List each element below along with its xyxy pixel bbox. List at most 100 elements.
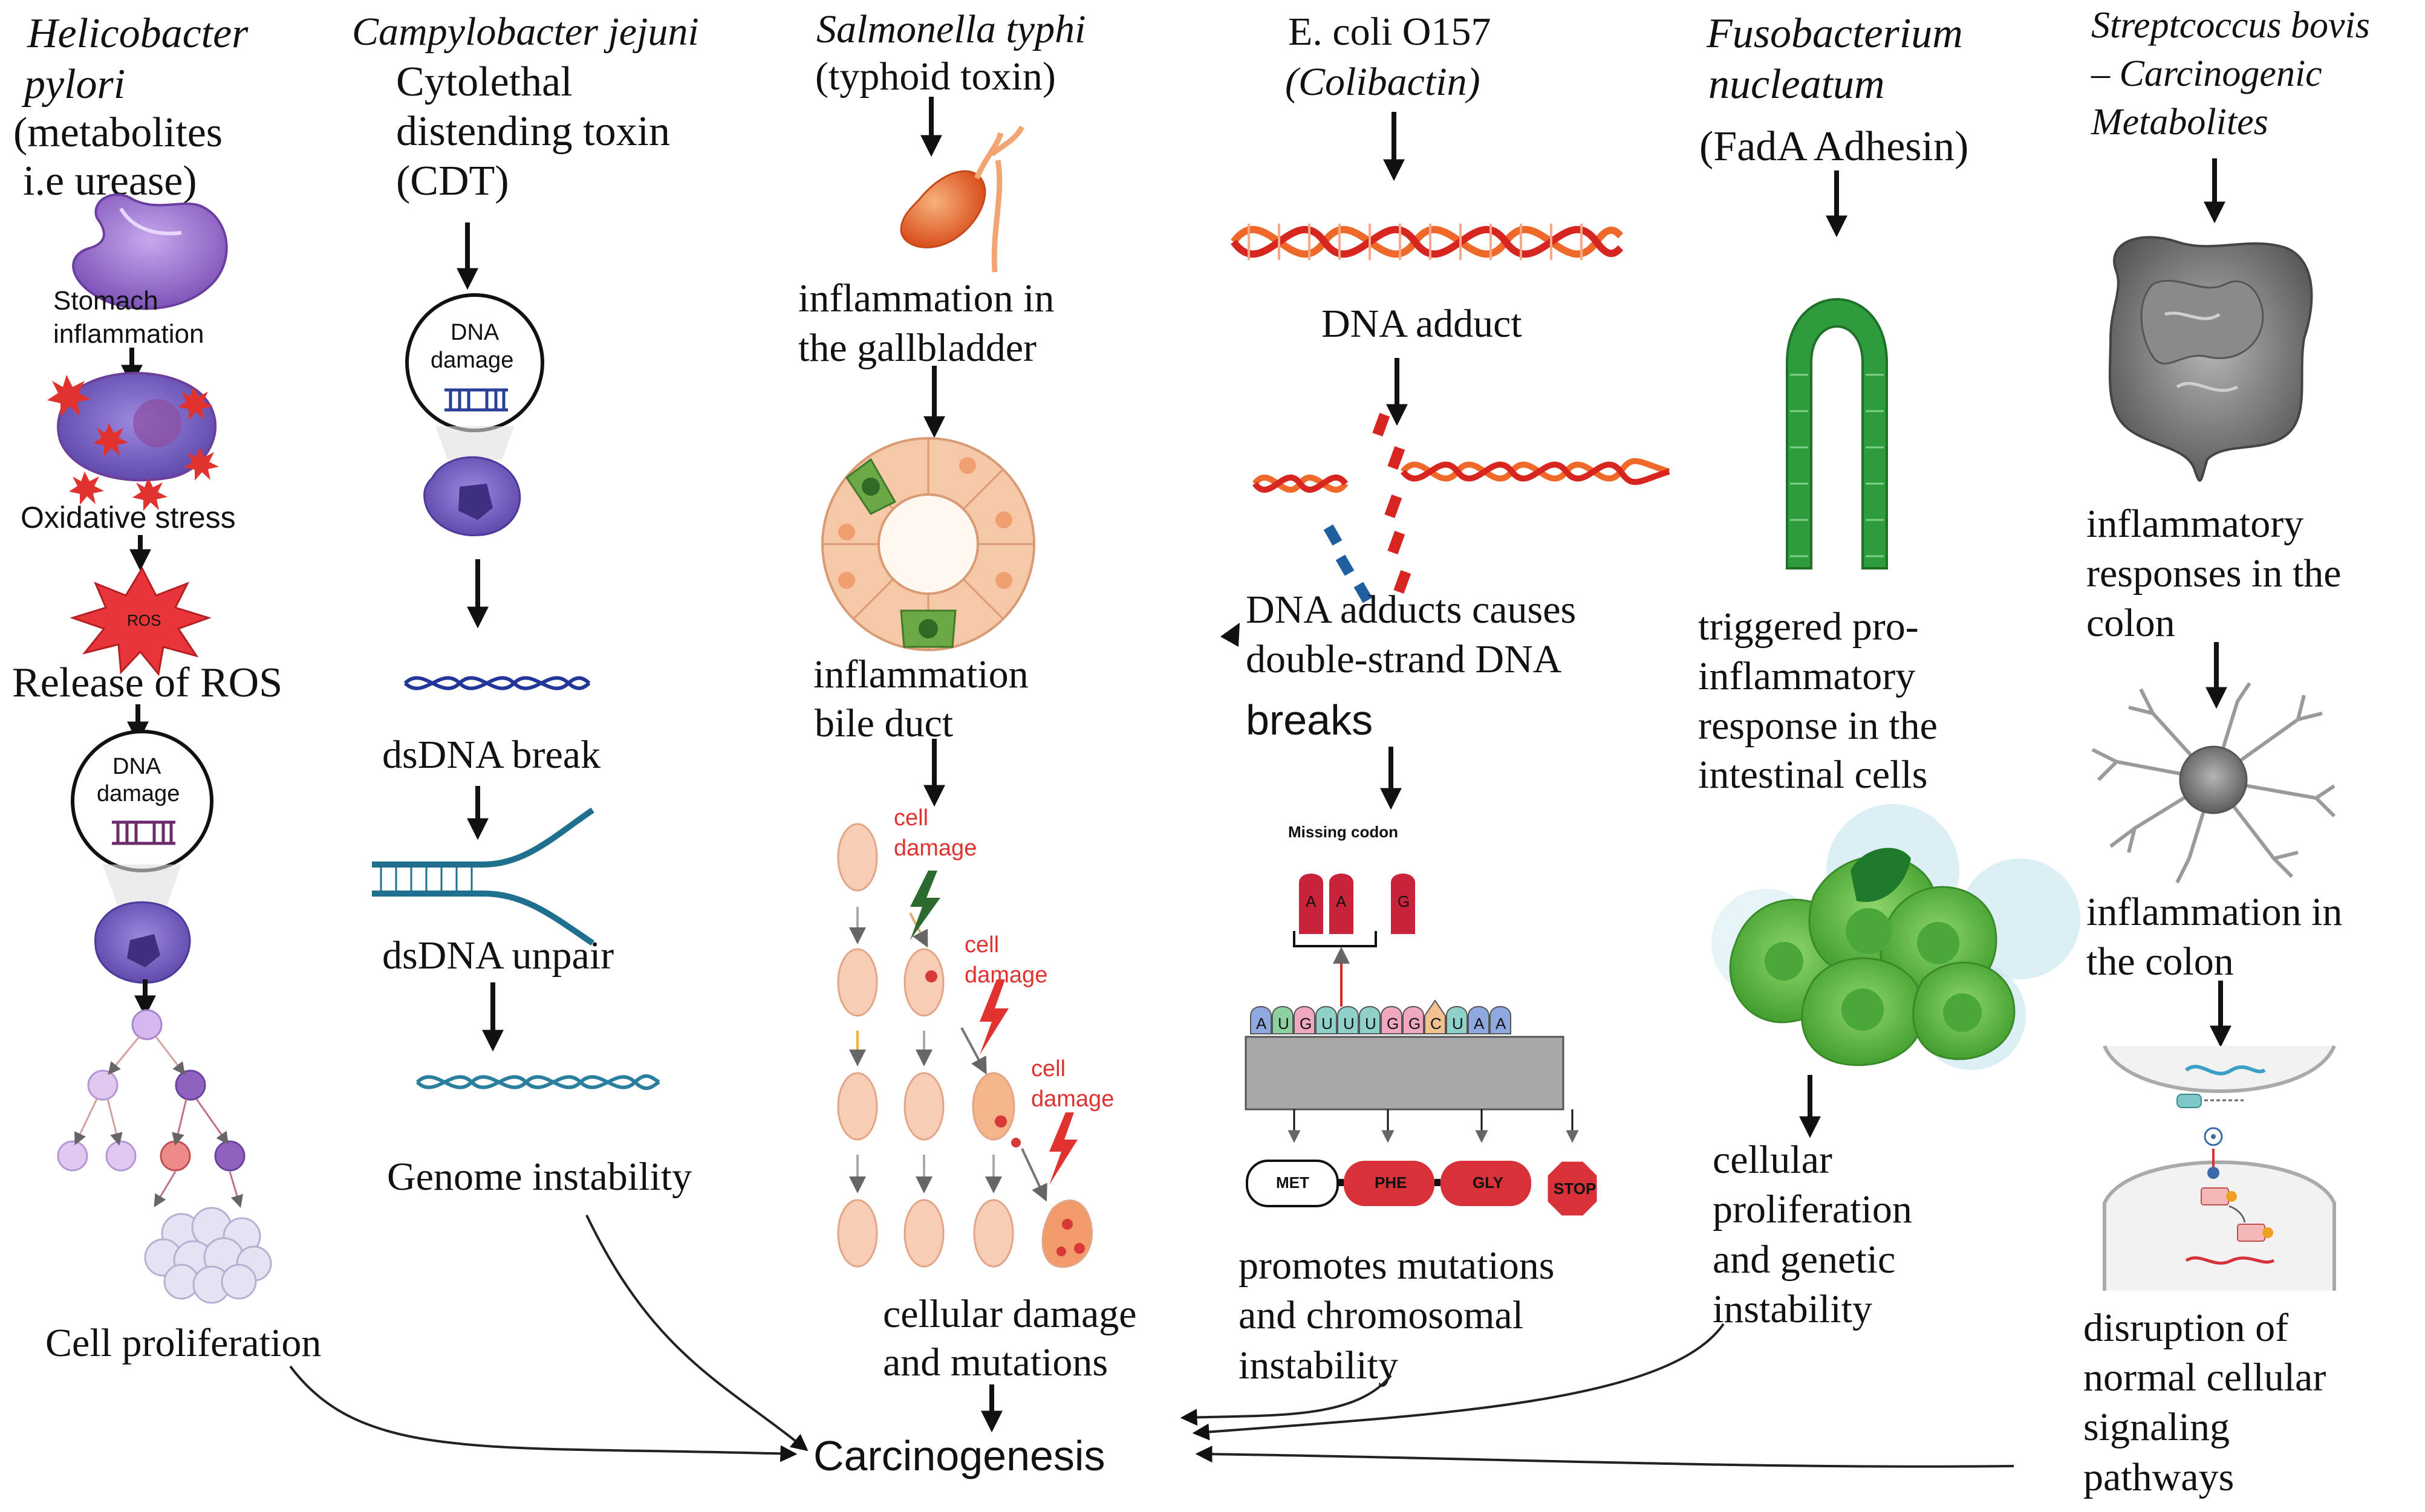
- column-f-nucleatum: Fusobacterium nucleatum (FadA Adhesin) t…: [1698, 10, 2080, 1331]
- outcome-label: Carcinogenesis: [813, 1432, 1105, 1479]
- factor-label: (FadA Adhesin): [1699, 123, 1968, 170]
- magnify-cone: [103, 865, 181, 907]
- organism-name: Salmonella typhi: [816, 7, 1086, 51]
- step-label: double-strand DNA: [1246, 637, 1562, 681]
- damage-label: damage: [965, 962, 1047, 988]
- step-label: inflammation in: [2086, 890, 2342, 934]
- step-label: Stomach: [53, 286, 158, 316]
- amino-acid-label: MET: [1276, 1173, 1309, 1192]
- step-label: cellular: [1713, 1138, 1832, 1182]
- stop-label: STOP: [1554, 1179, 1596, 1198]
- stomach-icon: [119, 207, 182, 236]
- step-label: and genetic: [1713, 1238, 1895, 1282]
- damage-label: cell: [965, 932, 999, 958]
- stomach-icon: [72, 193, 228, 310]
- damage-label: damage: [1031, 1086, 1114, 1112]
- step-label: and chromosomal: [1239, 1293, 1523, 1337]
- ros-burst-icon: [47, 375, 219, 511]
- gallbladder-icon: [900, 170, 986, 248]
- step-label: inflammation: [53, 319, 204, 349]
- factor-label: Cytolethal: [396, 59, 573, 105]
- amino-acid-phe: [1344, 1161, 1434, 1206]
- dna-helix-icon: [1248, 224, 1583, 260]
- factor-label: (CDT): [396, 158, 509, 204]
- step-label: triggered pro-: [1698, 605, 1919, 649]
- cell-damage-grid: [837, 823, 1093, 1268]
- codon-letter: A: [1336, 892, 1347, 910]
- step-label: and mutations: [883, 1340, 1108, 1384]
- step-label: signaling: [2083, 1405, 2230, 1449]
- damage-label: cell: [894, 805, 928, 831]
- column-c-jejuni: Campylobacter jejuni Cytolethal distendi…: [352, 10, 699, 1199]
- progress-arrows: [849, 907, 1047, 1202]
- step-label: breaks: [1246, 696, 1373, 744]
- step-label: colon: [2086, 601, 2175, 645]
- bubble-label: DNA: [112, 754, 161, 779]
- cell-signaling-icon: [2103, 1045, 2336, 1291]
- mrna-letter: U: [1278, 1014, 1289, 1033]
- column-s-typhi: Salmonella typhi (typhoid toxin) inflamm…: [798, 7, 1137, 1433]
- cell-cluster-icon: [1711, 804, 2080, 1070]
- step-label: Cell proliferation: [45, 1321, 321, 1365]
- epithelial-ring-icon: [821, 437, 1035, 651]
- step-label: responses in the: [2086, 551, 2342, 595]
- step-label: Release of ROS: [12, 660, 282, 706]
- amino-acid-label: PHE: [1375, 1173, 1407, 1192]
- codon-letter: G: [1398, 892, 1410, 910]
- step-label: inflammation: [813, 652, 1029, 696]
- organism-name: Helicobacter: [27, 10, 249, 57]
- ribosome-bar: [1245, 1036, 1564, 1111]
- pointer-icon: [1220, 623, 1240, 647]
- factor-label: distending toxin: [396, 108, 670, 155]
- convergence-arrows: [289, 1215, 2014, 1468]
- translation-arrows: [1287, 1109, 1579, 1143]
- organism-name: Fusobacterium: [1706, 10, 1963, 57]
- column-h-pylori: Helicobacter pylori (metabolites i.e ure…: [12, 10, 321, 1365]
- column-e-coli: E. coli O157 (Colibactin) DNA adduct: [1220, 10, 1670, 1387]
- mrna-letter: G: [1300, 1014, 1312, 1033]
- organism-name: – Carcinogenic: [2091, 53, 2322, 94]
- intestinal-villus-icon: [1786, 298, 1888, 569]
- step-label: instability: [1713, 1287, 1872, 1331]
- dsdna-break-icon: [403, 676, 591, 690]
- magnify-cone: [435, 426, 514, 459]
- step-label: disruption of: [2083, 1306, 2288, 1350]
- organism-name: nucleatum: [1708, 61, 1885, 108]
- ros-starburst-icon: [70, 566, 212, 677]
- mrna-strand: [1250, 999, 1511, 1034]
- step-label: response in the: [1698, 704, 1938, 748]
- amino-acid-label: GLY: [1473, 1173, 1503, 1192]
- step-label: Genome instability: [387, 1155, 692, 1199]
- colon-icon: [2108, 236, 2313, 482]
- step-label: inflammatory: [2086, 502, 2303, 546]
- step-label: cellular damage: [883, 1292, 1137, 1336]
- nucleus-icon: [133, 399, 181, 447]
- broken-dna-icon: [1252, 458, 1670, 493]
- organism-name: (Colibactin): [1285, 60, 1480, 104]
- dna-fragment-icon: [1323, 412, 1411, 603]
- lightning-icon: [910, 871, 1078, 1185]
- ros-label: ROS: [127, 611, 161, 629]
- broken-dna-icon: [112, 820, 175, 845]
- missing-codon-label: Missing codon: [1288, 823, 1398, 841]
- dsdna-unpair-icon: [372, 807, 594, 946]
- tumor-mass-icon: [144, 1207, 272, 1304]
- factor-label: (metabolites: [13, 109, 223, 156]
- damage-label: damage: [894, 835, 977, 861]
- mrna-letter: G: [1408, 1014, 1421, 1033]
- mrna-letter: A: [1474, 1014, 1485, 1033]
- bubble-label: DNA: [451, 320, 500, 345]
- amino-acid-gly: [1440, 1161, 1531, 1206]
- step-label: normal cellular: [2083, 1355, 2326, 1400]
- organism-name: Metabolites: [2091, 102, 2268, 143]
- mrna-letter: A: [1496, 1014, 1506, 1033]
- step-label: promotes mutations: [1239, 1244, 1554, 1288]
- step-label: Oxidative stress: [21, 501, 236, 534]
- dna-helix-icon: [415, 1074, 660, 1091]
- column-s-bovis: Streptcoccus bovis – Carcinogenic Metabo…: [2083, 5, 2370, 1499]
- damage-star-icon: [925, 970, 1085, 1256]
- nucleus-icon: [458, 484, 493, 520]
- intestinal-villus-icon: [1790, 374, 1884, 557]
- step-label: dsDNA unpair: [382, 933, 614, 978]
